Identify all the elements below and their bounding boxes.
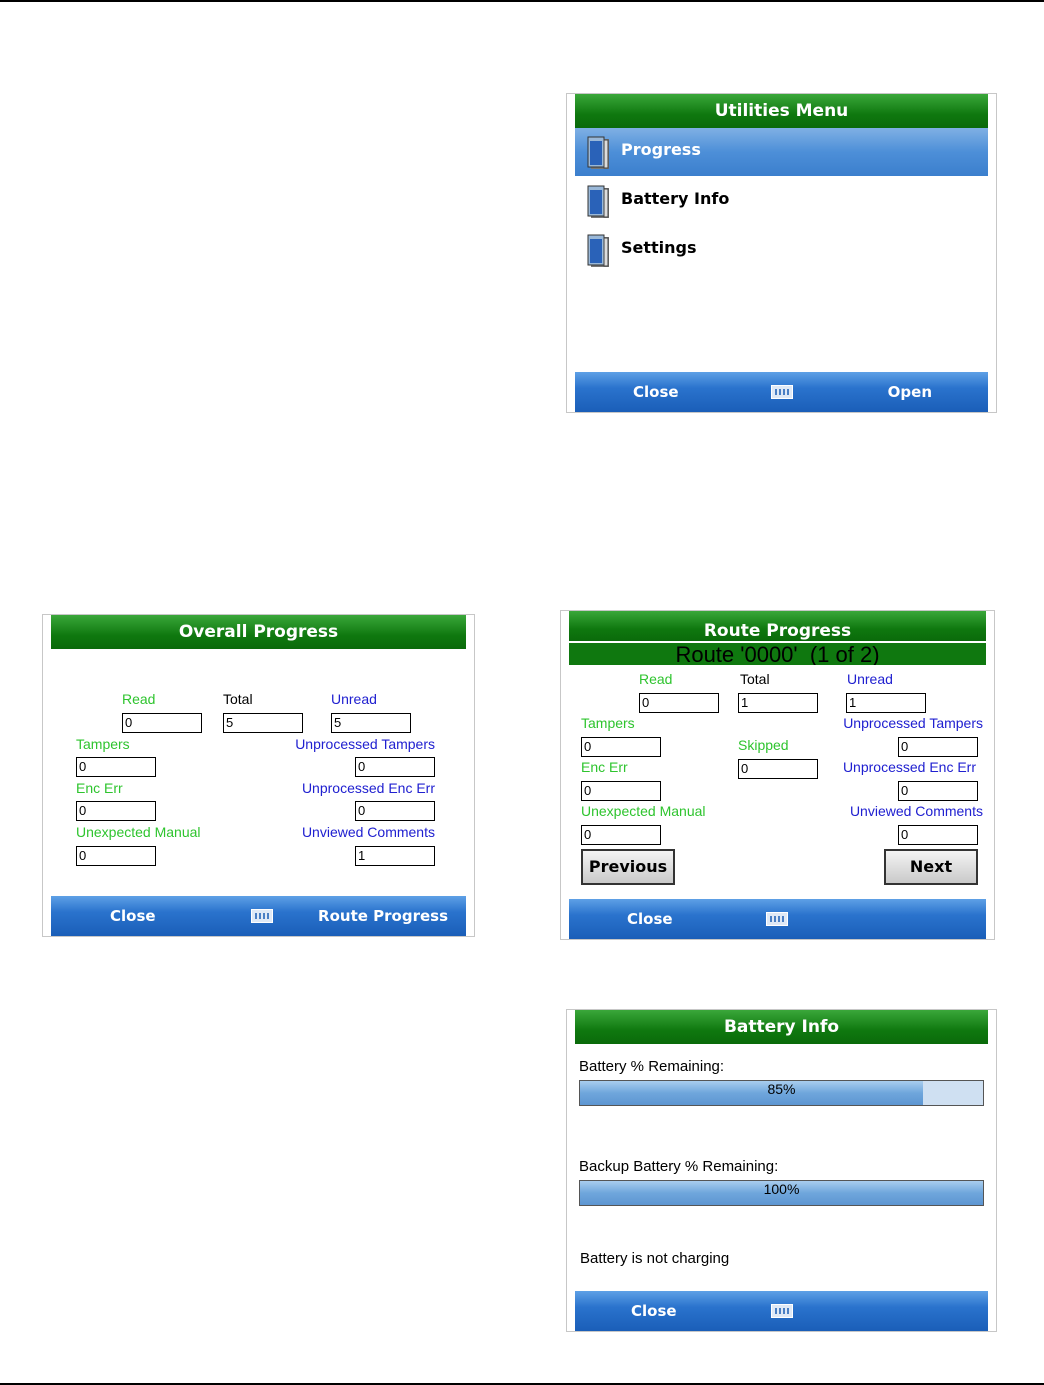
route-progress-title: Route Progress [569, 611, 986, 641]
close-button[interactable]: Close [631, 1302, 677, 1320]
utilities-menu-screen: Utilities Menu Progress Battery Info Set… [566, 93, 997, 413]
read-label: Read [639, 671, 673, 687]
book-icon [587, 136, 609, 169]
route-progress-screen: Route Progress Route '0000' (1 of 2) Rea… [560, 610, 995, 940]
unread-label: Unread [331, 691, 377, 707]
open-button[interactable]: Open [887, 383, 932, 401]
book-icon [587, 185, 609, 218]
close-button[interactable]: Close [627, 910, 673, 928]
keyboard-icon[interactable] [766, 912, 788, 926]
backup-battery-percent-text: 100% [763, 1181, 800, 1197]
enc-err-field[interactable]: 0 [581, 781, 661, 801]
keyboard-icon[interactable] [771, 385, 793, 399]
route-softkey-bar: Close [569, 899, 986, 939]
read-field[interactable]: 0 [122, 713, 202, 733]
unprocessed-tampers-field[interactable]: 0 [898, 737, 978, 757]
unexpected-manual-label: Unexpected Manual [76, 824, 201, 840]
unread-field[interactable]: 5 [331, 713, 411, 733]
skipped-field[interactable]: 0 [738, 759, 818, 779]
unprocessed-enc-err-field[interactable]: 0 [355, 801, 435, 821]
menu-item-label: Battery Info [621, 189, 730, 208]
menu-item-label: Progress [621, 140, 701, 159]
battery-info-title: Battery Info [575, 1010, 988, 1044]
battery-info-screen: Battery Info Battery % Remaining: 85% Ba… [566, 1009, 997, 1332]
top-rule [0, 0, 1044, 2]
unexpected-manual-field[interactable]: 0 [581, 825, 661, 845]
battery-percent-text: 85% [767, 1081, 796, 1097]
utilities-softkey-bar: Close Open [575, 372, 988, 412]
total-label: Total [223, 691, 253, 707]
menu-item-settings[interactable]: Settings [575, 226, 988, 274]
unprocessed-enc-err-label: Unprocessed Enc Err [301, 780, 435, 796]
skipped-label: Skipped [738, 737, 789, 753]
unprocessed-enc-err-field[interactable]: 0 [898, 781, 978, 801]
unviewed-comments-label: Unviewed Comments [849, 803, 983, 819]
previous-button[interactable]: Previous [581, 849, 675, 885]
backup-battery-remaining-label: Backup Battery % Remaining: [579, 1158, 779, 1175]
unprocessed-tampers-field[interactable]: 0 [355, 757, 435, 777]
unexpected-manual-label: Unexpected Manual [581, 803, 706, 819]
overall-progress-screen: Overall Progress Read Total Unread 0 5 5… [42, 614, 475, 937]
utilities-menu-title: Utilities Menu [575, 94, 988, 128]
unprocessed-enc-err-label: Unprocessed Enc Err [842, 759, 976, 775]
total-label: Total [740, 671, 770, 687]
keyboard-icon[interactable] [251, 909, 273, 923]
enc-err-label: Enc Err [76, 780, 123, 796]
enc-err-field[interactable]: 0 [76, 801, 156, 821]
unexpected-manual-field[interactable]: 0 [76, 846, 156, 866]
enc-err-label: Enc Err [581, 759, 628, 775]
tampers-label: Tampers [76, 736, 130, 752]
unread-field[interactable]: 1 [846, 693, 926, 713]
unviewed-comments-field[interactable]: 1 [355, 846, 435, 866]
battery-progress-bar: 85% [579, 1080, 984, 1106]
read-label: Read [122, 691, 156, 707]
tampers-label: Tampers [581, 715, 635, 731]
next-button[interactable]: Next [884, 849, 978, 885]
battery-progress-fill [580, 1081, 923, 1105]
route-subtitle: Route '0000' (1 of 2) [569, 643, 986, 665]
menu-item-battery-info[interactable]: Battery Info [575, 177, 988, 225]
unprocessed-tampers-label: Unprocessed Tampers [295, 736, 435, 752]
menu-item-progress[interactable]: Progress [575, 128, 988, 176]
backup-battery-progress-fill [580, 1181, 983, 1205]
tampers-field[interactable]: 0 [581, 737, 661, 757]
backup-battery-progress-bar: 100% [579, 1180, 984, 1206]
unread-label: Unread [847, 671, 893, 687]
tampers-field[interactable]: 0 [76, 757, 156, 777]
battery-remaining-label: Battery % Remaining: [579, 1058, 725, 1075]
keyboard-icon[interactable] [771, 1304, 793, 1318]
unviewed-comments-label: Unviewed Comments [301, 824, 435, 840]
charging-status: Battery is not charging [580, 1250, 730, 1267]
bottom-rule [0, 1383, 1044, 1385]
unviewed-comments-field[interactable]: 0 [898, 825, 978, 845]
total-field[interactable]: 1 [738, 693, 818, 713]
overall-softkey-bar: Close Route Progress [51, 896, 466, 936]
battery-softkey-bar: Close [575, 1291, 988, 1331]
route-progress-button[interactable]: Route Progress [318, 907, 448, 925]
total-field[interactable]: 5 [223, 713, 303, 733]
menu-item-label: Settings [621, 238, 697, 257]
book-icon [587, 234, 609, 267]
unprocessed-tampers-label: Unprocessed Tampers [843, 715, 983, 731]
close-button[interactable]: Close [110, 907, 156, 925]
read-field[interactable]: 0 [639, 693, 719, 713]
close-button[interactable]: Close [633, 383, 679, 401]
overall-progress-title: Overall Progress [51, 615, 466, 649]
